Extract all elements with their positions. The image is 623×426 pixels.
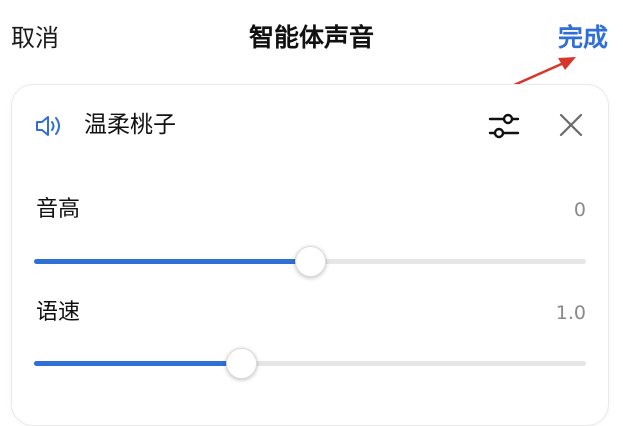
speed-slider-fill [34, 361, 241, 366]
pitch-slider-thumb[interactable] [295, 246, 326, 277]
pitch-slider-fill [34, 259, 310, 264]
voice-card: 温柔桃子 音高 0 语速 1.0 [11, 84, 609, 426]
close-icon[interactable] [558, 112, 584, 138]
speaker-icon [36, 116, 60, 136]
voice-name: 温柔桃子 [84, 112, 176, 138]
pitch-label: 音高 [36, 197, 81, 222]
speed-slider-thumb[interactable] [226, 348, 257, 379]
pitch-slider[interactable] [34, 244, 586, 278]
speed-slider-track [34, 361, 586, 366]
cancel-button[interactable]: 取消 [11, 24, 59, 52]
speed-label: 语速 [36, 300, 81, 325]
done-button[interactable]: 完成 [557, 23, 608, 52]
speed-slider[interactable] [34, 346, 586, 380]
voice-row: 温柔桃子 [12, 103, 608, 151]
top-bar: 取消 智能体声音 完成 [0, 0, 623, 80]
page-title: 智能体声音 [248, 23, 374, 52]
speed-value: 1.0 [555, 302, 586, 324]
sliders-icon[interactable] [488, 111, 520, 141]
pitch-value: 0 [573, 199, 586, 221]
